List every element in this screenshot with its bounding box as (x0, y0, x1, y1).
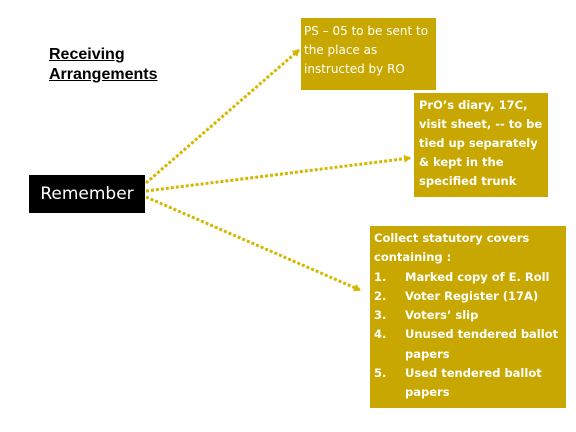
list-item: 5. Used tendered ballot papers (374, 364, 562, 403)
box-statutory-covers: Collect statutory covers containing : 1.… (370, 226, 566, 408)
list-item: 1. Marked copy of E. Roll (374, 268, 562, 287)
list-item: 2. Voter Register (17A) (374, 287, 562, 306)
list-item-number: 1. (374, 269, 387, 284)
list-item-number: 4. (374, 327, 387, 342)
list-item-text: Marked copy of E. Roll (405, 269, 550, 284)
list-item: 3. Voters’ slip (374, 306, 562, 325)
list-item-text: Voter Register (17A) (405, 288, 539, 303)
arrow-to-box1 (145, 48, 300, 185)
box-statutory-heading: Collect statutory covers containing : (374, 231, 530, 265)
box-pro-diary: PrO’s diary, 17C, visit sheet, -- to be … (414, 93, 548, 197)
box-ps05-text: PS – 05 to be sent to the place as instr… (304, 24, 429, 76)
statutory-covers-list: 1. Marked copy of E. Roll 2. Voter Registe… (374, 268, 562, 403)
list-item-text: Used tendered ballot papers (405, 366, 542, 400)
arrow-to-box2 (145, 154, 411, 193)
arrow-to-box3 (145, 195, 361, 292)
diagram-title: Receiving Arrangements (49, 46, 158, 83)
list-item-number: 2. (374, 288, 387, 303)
remember-node: Remember (29, 175, 145, 213)
box-pro-diary-text: PrO’s diary, 17C, visit sheet, -- to be … (419, 98, 543, 188)
remember-label: Remember (40, 184, 134, 204)
list-item-text: Unused tendered ballot papers (405, 327, 559, 361)
list-item-number: 5. (374, 366, 387, 381)
list-item-number: 3. (374, 308, 387, 323)
list-item: 4. Unused tendered ballot papers (374, 325, 562, 364)
box-ps05: PS – 05 to be sent to the place as instr… (301, 18, 436, 90)
list-item-text: Voters’ slip (405, 308, 479, 323)
